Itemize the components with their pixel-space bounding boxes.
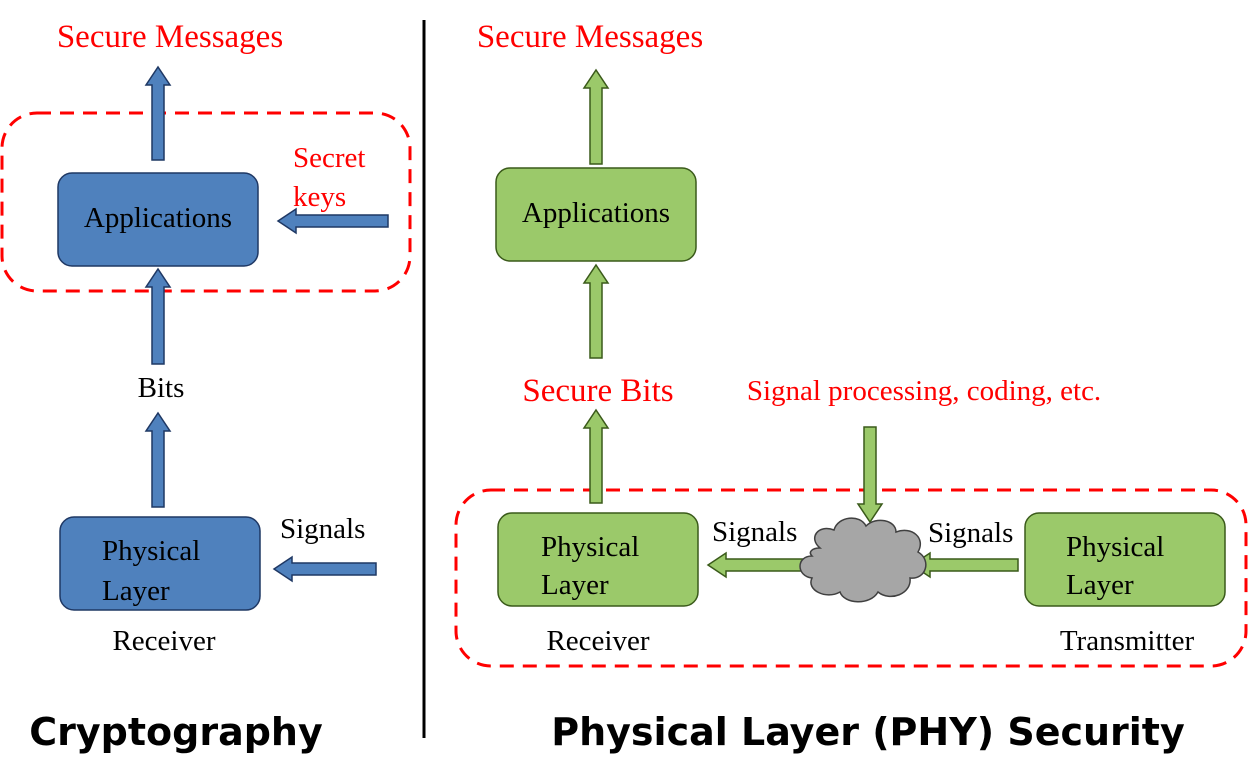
transmitter-label: Transmitter xyxy=(1060,625,1195,657)
transmitter-to-channel-arrow xyxy=(910,551,1019,579)
rx-physical-layer-box xyxy=(497,512,699,607)
secret-keys-label-line2: keys xyxy=(293,181,346,213)
left-physical-label-line2: Layer xyxy=(102,575,170,607)
right-security-region xyxy=(454,488,1248,668)
secret-keys-arrow xyxy=(276,207,389,235)
left-arrow-physical-to-bits xyxy=(144,411,172,508)
tx-physical-label-line2: Layer xyxy=(1066,569,1134,601)
signal-processing-label: Signal processing, coding, etc. xyxy=(747,375,1101,407)
left-signals-label: Signals xyxy=(280,513,365,545)
rx-signals-label: Signals xyxy=(712,516,797,548)
signal-processing-arrow xyxy=(856,426,884,524)
secret-keys-label-line1: Secret xyxy=(293,142,365,174)
left-signals-arrow xyxy=(272,555,377,583)
left-receiver-label: Receiver xyxy=(112,625,215,657)
left-secure-messages-title: Secure Messages xyxy=(57,19,283,55)
left-applications-box xyxy=(57,172,259,267)
right-applications-label: Applications xyxy=(522,197,670,229)
left-physical-layer-box xyxy=(59,516,261,611)
left-security-region xyxy=(0,111,412,293)
right-arrow-physical-to-bits xyxy=(582,408,610,504)
phy-security-heading: Physical Layer (PHY) Security xyxy=(551,710,1185,754)
left-applications-label: Applications xyxy=(84,202,232,234)
cryptography-heading: Cryptography xyxy=(29,710,323,754)
rx-physical-label-line1: Physical xyxy=(541,531,639,563)
right-arrow-to-messages xyxy=(582,68,610,165)
right-arrow-bits-to-applications xyxy=(582,263,610,359)
tx-physical-label-line1: Physical xyxy=(1066,531,1164,563)
secure-bits-label: Secure Bits xyxy=(522,373,673,409)
left-arrow-bits-to-applications xyxy=(144,267,172,365)
left-physical-label-line1: Physical xyxy=(102,535,200,567)
rx-physical-label-line2: Layer xyxy=(541,569,609,601)
channel-cloud-icon xyxy=(799,517,927,603)
right-applications-box xyxy=(495,167,697,262)
left-arrow-to-messages xyxy=(144,65,172,161)
right-receiver-label: Receiver xyxy=(546,625,649,657)
tx-signals-label: Signals xyxy=(928,517,1013,549)
tx-physical-layer-box xyxy=(1024,512,1226,607)
right-secure-messages-title: Secure Messages xyxy=(477,19,703,55)
bits-label: Bits xyxy=(138,372,185,404)
